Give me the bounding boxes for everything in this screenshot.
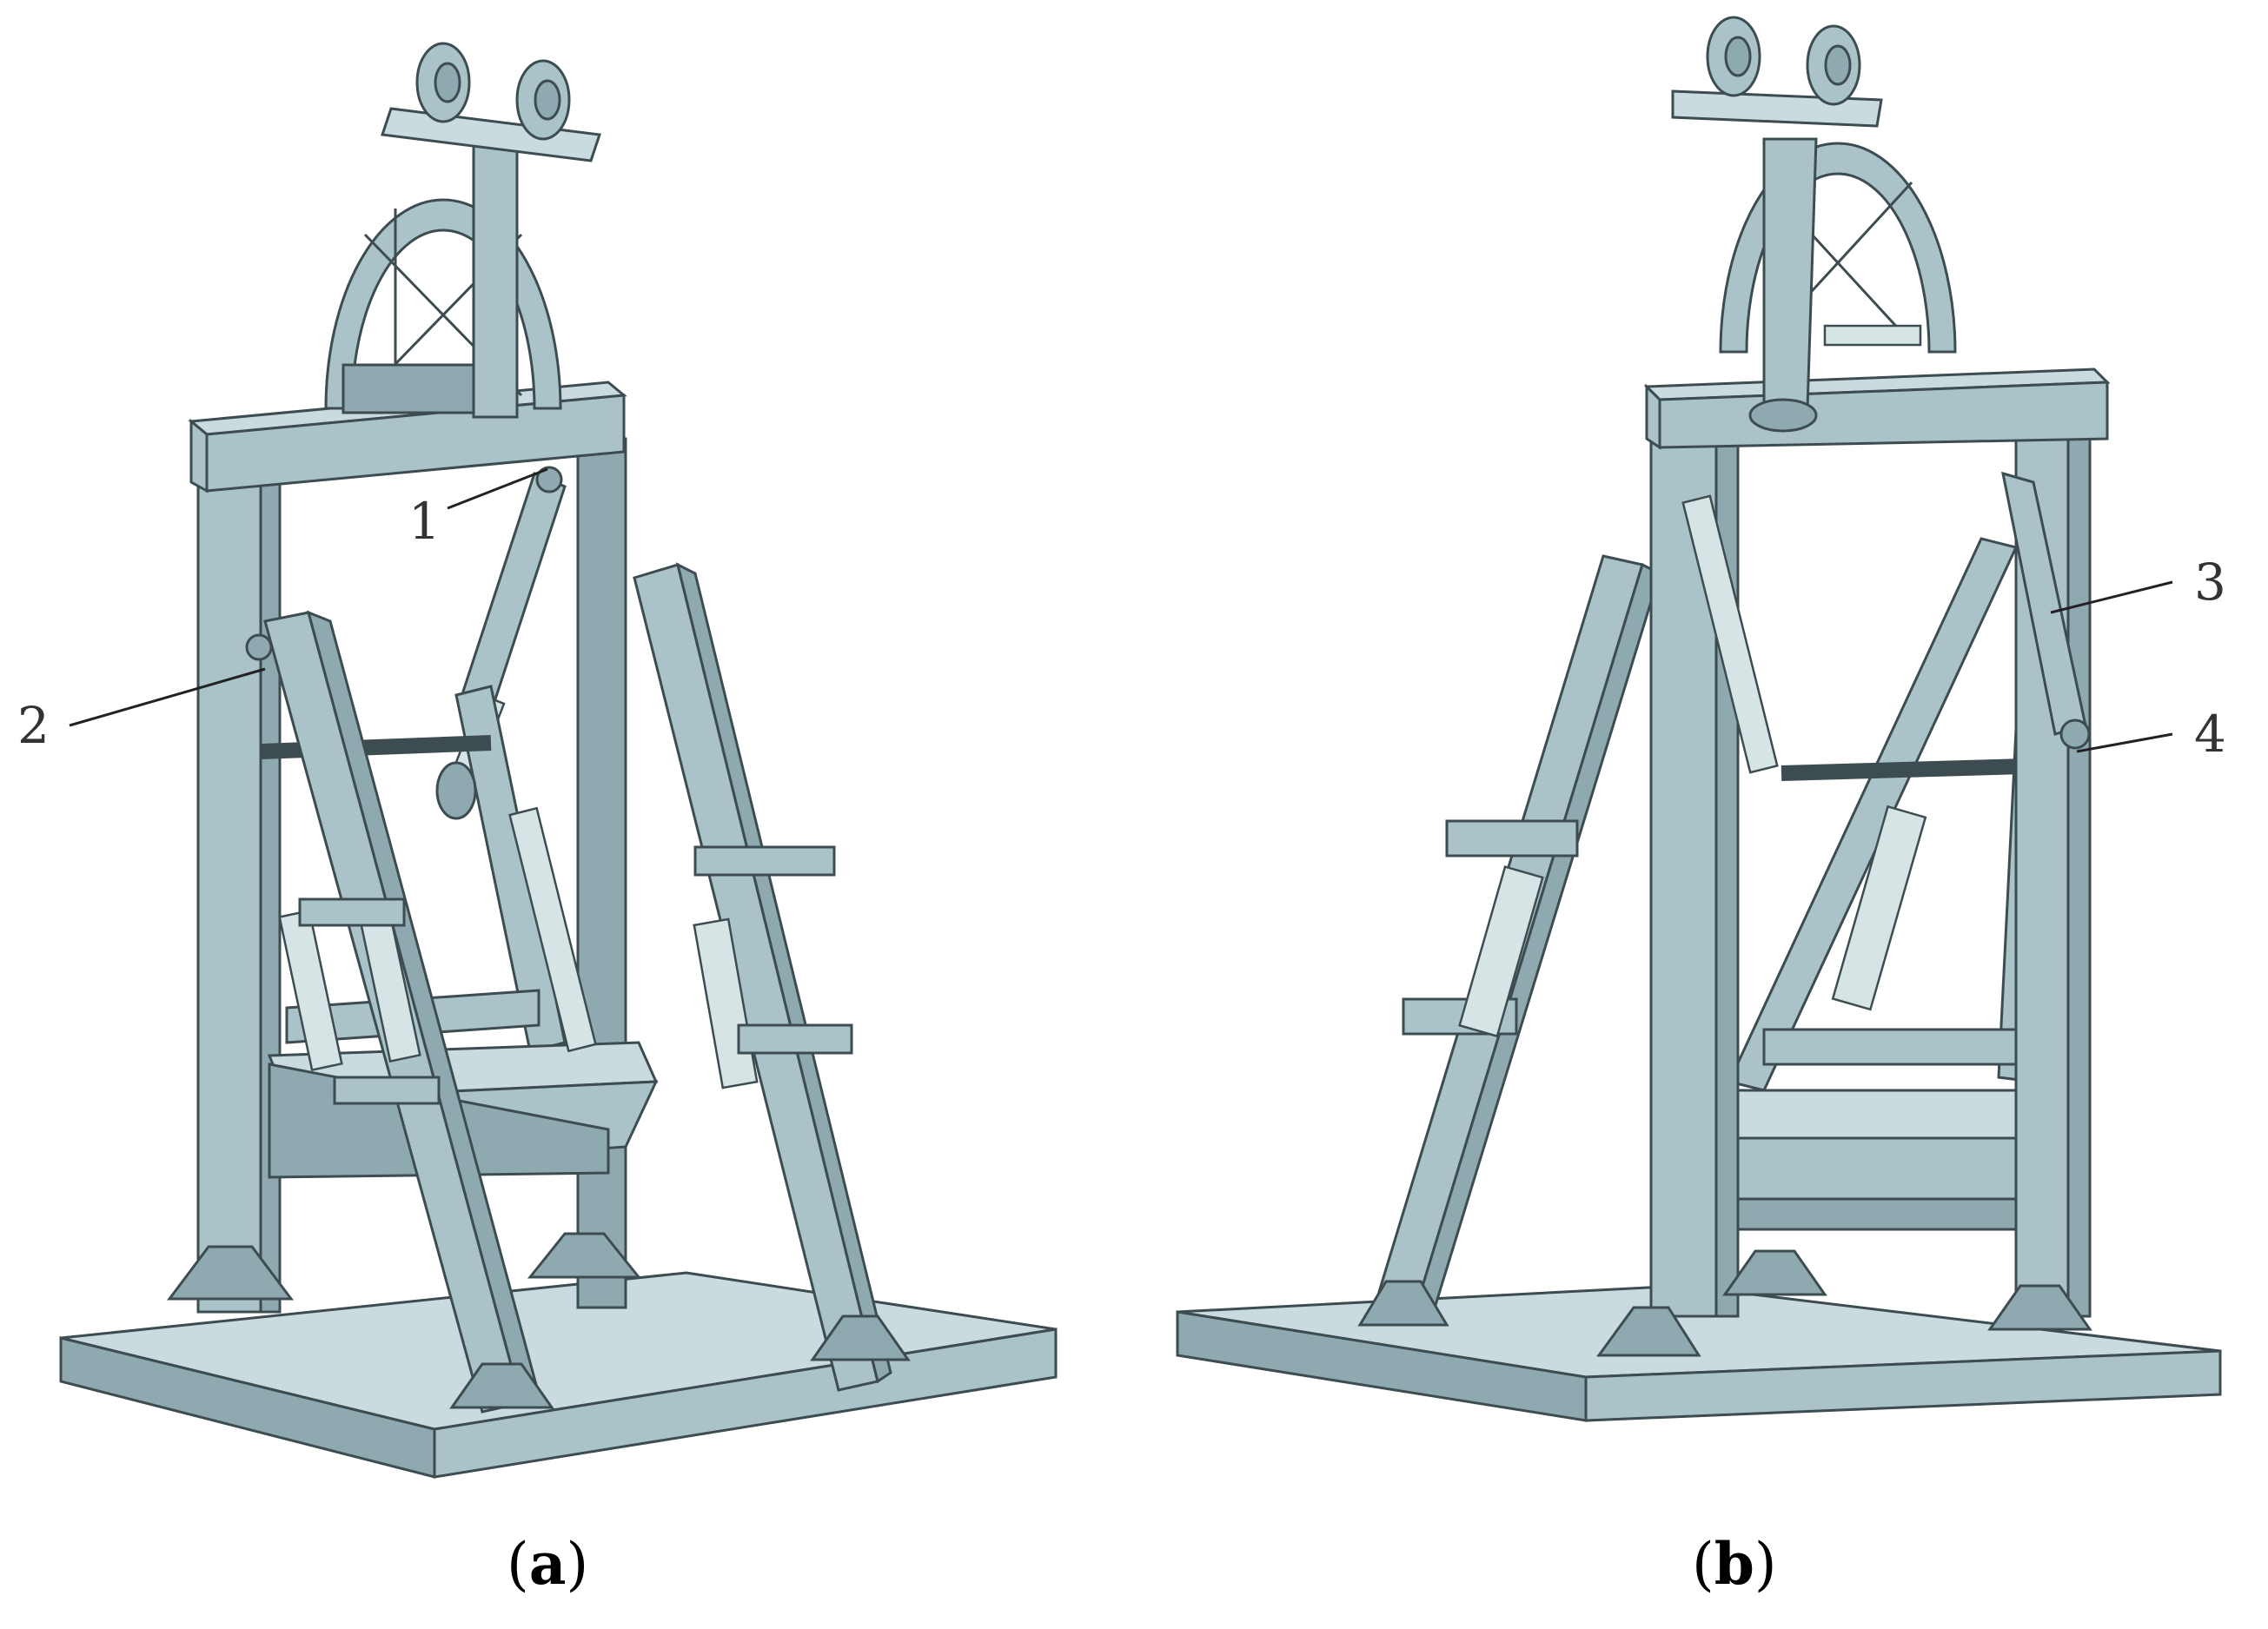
panel-b-left-cylinder [1681, 494, 1779, 774]
panel-a-middle-actuator [508, 806, 597, 1053]
caption-b-close: ) [1754, 1531, 1777, 1598]
caption-b-open: ( [1692, 1531, 1714, 1598]
panel-a-left-leg [245, 610, 540, 1414]
panel-b-left-leg [1371, 554, 1661, 1327]
caption-a-letter: a [528, 1530, 567, 1598]
callout-1-label: 1 [408, 492, 441, 551]
panel-b-arc-wheel [1719, 142, 1957, 354]
panel-a-right-leg [633, 562, 892, 1392]
panel-a-rear-column [576, 437, 627, 1309]
panel-a-front-column [196, 450, 282, 1314]
caption-b: (b) [1692, 1529, 1777, 1599]
callout-4: 4 [2076, 705, 2226, 764]
panel-b-foot-bracket [1987, 1284, 2092, 1331]
callout-4-leader [2076, 732, 2173, 753]
panel-b-foot-bracket [1722, 1249, 1827, 1296]
panel-a-foot-bracket [527, 1232, 642, 1279]
caption-a-open: ( [507, 1531, 529, 1598]
callout-2: 2 [17, 667, 266, 755]
panel-a-foot-bracket [449, 1362, 554, 1409]
panel-b-top-beam [1643, 368, 2111, 450]
caption-b-letter: b [1714, 1530, 1754, 1598]
callout-2-leader [69, 667, 266, 727]
panel-a-pulley-post [380, 42, 602, 419]
panel-a-arc-wheel [324, 198, 562, 414]
panel-a-swing-frame [260, 685, 567, 1053]
callout-3-label: 3 [2194, 553, 2226, 612]
panel-b-foot-bracket [1596, 1306, 1701, 1357]
caption-a: (a) [507, 1529, 588, 1599]
callout-4-label: 4 [2194, 705, 2226, 764]
callout-2-label: 2 [17, 696, 50, 755]
panel-b-foot-bracket [1357, 1280, 1449, 1327]
panel-b-lower-frame [1714, 1089, 2048, 1231]
callout-3: 3 [2050, 553, 2226, 614]
caption-a-close: ) [566, 1531, 589, 1598]
callout-1: 1 [408, 467, 548, 551]
panel-b-pulley-post [1671, 16, 1883, 433]
callout-3-leader [2050, 580, 2173, 614]
panel-a-foot-bracket [167, 1245, 294, 1301]
panel-a-foot-bracket [810, 1314, 911, 1361]
callout-1-leader [447, 467, 548, 510]
panel-b-right-cylinder [2001, 471, 2091, 750]
panel-a-drawing [59, 42, 1058, 1479]
panel-b-drawing [1176, 16, 2222, 1422]
